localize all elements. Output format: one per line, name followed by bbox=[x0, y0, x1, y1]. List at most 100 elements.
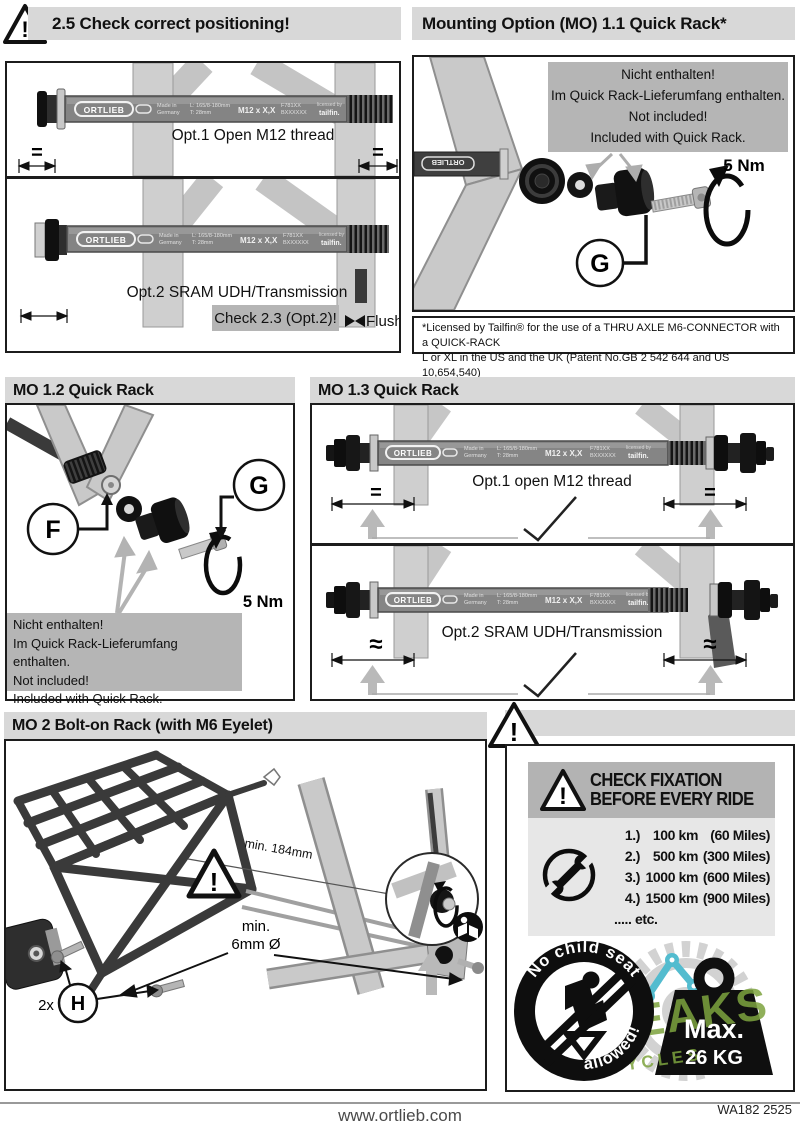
step-letter-h: H bbox=[71, 993, 85, 1015]
threaded-boss bbox=[63, 450, 107, 484]
svg-text:T: 28mm: T: 28mm bbox=[192, 240, 214, 246]
svg-text:!: ! bbox=[559, 783, 567, 810]
panel-25-opt1: ORTLIEB Made in Germany L: 165/8-180mm T… bbox=[5, 61, 401, 178]
ortlieb-logo: ORTLIEB bbox=[84, 105, 125, 115]
panel-25-opt2: ORTLIEB Made in Germany L: 165/8-180mm T… bbox=[5, 177, 401, 353]
svg-text:tailfin.: tailfin. bbox=[319, 110, 340, 117]
panel-mo13-opt1: ORTLIEB Made in Germany L: 165/8-180mm T… bbox=[310, 403, 795, 545]
rubber-washer-small bbox=[567, 172, 593, 198]
gray-pointer-arrows bbox=[585, 152, 643, 183]
warning-triangle-icon: ! bbox=[488, 702, 540, 748]
gray-up-arrow bbox=[418, 949, 445, 995]
clamp-hook-outline bbox=[262, 767, 281, 787]
opt1-label: Opt.1 Open M12 thread bbox=[172, 127, 335, 144]
ortlieb-logo: ORTLIEB bbox=[431, 158, 464, 167]
min-eyelet-line1: min. bbox=[242, 918, 270, 935]
max-weight-label-1: Max. bbox=[684, 1014, 744, 1044]
svg-text:L: 165/8-180mm: L: 165/8-180mm bbox=[190, 103, 230, 109]
svg-text:licensed by: licensed by bbox=[626, 445, 652, 451]
svg-text:T: 28mm: T: 28mm bbox=[497, 600, 519, 606]
footer-url: www.ortlieb.com bbox=[338, 1106, 462, 1125]
thru-axle-with-adapters: ORTLIEB Made in Germany L: 165/8-180mm T… bbox=[326, 433, 774, 473]
callout-line-g bbox=[219, 495, 234, 529]
svg-text:M12 x X,X: M12 x X,X bbox=[240, 236, 278, 245]
fixation-row: 3.)1000 km(600 Miles) bbox=[624, 869, 771, 885]
step-letter-f: F bbox=[45, 516, 60, 544]
gray-up-arrows bbox=[360, 665, 723, 695]
section-mo11-title: Mounting Option (MO) 1.1 Quick Rack* bbox=[422, 13, 727, 33]
svg-text:Made in: Made in bbox=[159, 233, 179, 239]
panel-mo2: min. 184mm ! bbox=[4, 739, 487, 1091]
dimension-arrows-right bbox=[357, 159, 399, 173]
svg-text:BXXXXXX: BXXXXXX bbox=[590, 600, 616, 606]
mo12-illustration: 5 Nm F G bbox=[7, 405, 286, 615]
svg-text:T: 28mm: T: 28mm bbox=[190, 110, 212, 116]
svg-text:Germany: Germany bbox=[159, 240, 182, 246]
svg-text:!: ! bbox=[21, 17, 28, 42]
equal-mark-left: = bbox=[31, 142, 43, 164]
svg-text:!: ! bbox=[210, 867, 219, 897]
m6-connector bbox=[135, 497, 190, 544]
equal-mark-left: = bbox=[370, 482, 382, 504]
torque-arrow-icon bbox=[703, 165, 751, 247]
section-25-header: 2.5 Check correct positioning! bbox=[28, 7, 401, 40]
axle-opt2-illustration: ORTLIEB Made in Germany L: 165/8-180mm T… bbox=[19, 179, 399, 330]
rubber-washer-large bbox=[519, 158, 565, 204]
footnote-line-1: *Licensed by Tailfin® for the use of a T… bbox=[422, 322, 780, 349]
mo11-footnote-box: *Licensed by Tailfin® for the use of a T… bbox=[412, 316, 795, 379]
check-fixation-body: 1.)100 km(60 Miles) 2.)500 km(300 Miles)… bbox=[528, 818, 775, 936]
flush-arrow-left-icon bbox=[355, 315, 365, 327]
svg-text:licensed by: licensed by bbox=[319, 232, 345, 238]
torque-label: 5 Nm bbox=[723, 156, 765, 175]
opt2-label: Opt.2 SRAM UDH/Transmission bbox=[442, 624, 663, 641]
read-manual-icon bbox=[453, 912, 483, 942]
mo13-opt2-illustration: ORTLIEB Made in Germany L: 165/8-180mm T… bbox=[326, 546, 778, 698]
gray-up-arrows bbox=[360, 509, 723, 539]
ortlieb-logo: ORTLIEB bbox=[394, 449, 433, 458]
svg-text:T: 28mm: T: 28mm bbox=[497, 453, 519, 459]
svg-text:!: ! bbox=[510, 717, 519, 747]
bolt-a bbox=[50, 940, 85, 964]
callout-line-f bbox=[79, 503, 109, 531]
svg-text:BXXXXXX: BXXXXXX bbox=[590, 453, 616, 459]
max-weight-icon bbox=[655, 957, 773, 1075]
check-fixation-header: ! CHECK FIXATION BEFORE EVERY RIDE bbox=[528, 762, 775, 818]
section-mo2-header: MO 2 Bolt-on Rack (with M6 Eyelet) bbox=[4, 712, 487, 739]
svg-text:F781XX: F781XX bbox=[281, 103, 301, 109]
quantity-label: 2x bbox=[38, 997, 54, 1014]
max-weight-label-2: 26 KG bbox=[685, 1047, 743, 1069]
approx-mark-left: ≈ bbox=[369, 631, 382, 658]
mo13-opt1-illustration: ORTLIEB Made in Germany L: 165/8-180mm T… bbox=[326, 405, 774, 542]
svg-text:M12 x X,X: M12 x X,X bbox=[545, 596, 583, 605]
dimension-arrows-left bbox=[19, 309, 69, 323]
section-mo11-header: Mounting Option (MO) 1.1 Quick Rack* bbox=[412, 7, 795, 40]
step-circle-f bbox=[26, 502, 80, 556]
gray-pointer-arrows bbox=[114, 535, 158, 615]
step-letter-g: G bbox=[249, 472, 268, 500]
dimension-arrows bbox=[330, 497, 748, 511]
mo12-info-box: Nicht enthalten! Im Quick Rack-Lieferumf… bbox=[7, 613, 242, 706]
torque-label: 5 Nm bbox=[243, 593, 283, 611]
thru-axle: ORTLIEB Made in Germany L: 165/8-180mm T… bbox=[34, 219, 389, 303]
svg-text:L: 165/8-180mm: L: 165/8-180mm bbox=[497, 593, 537, 599]
flush-label: Flush! bbox=[366, 313, 399, 330]
svg-text:Germany: Germany bbox=[464, 600, 487, 606]
panel-mo12: 5 Nm F G Nicht enthalten! Im Quick Rack-… bbox=[5, 403, 295, 706]
svg-text:licensed by: licensed by bbox=[626, 592, 652, 598]
svg-text:licensed by: licensed by bbox=[317, 102, 343, 108]
thru-axle: ORTLIEB Made in Germany L: 165/8-180mm T… bbox=[37, 88, 393, 130]
svg-text:M12 x X,X: M12 x X,X bbox=[238, 106, 276, 115]
fixation-row: 2.)500 km(300 Miles) bbox=[624, 848, 771, 864]
svg-text:Made in: Made in bbox=[464, 446, 484, 452]
footer-document-code: WA182 2525 bbox=[717, 1102, 792, 1117]
svg-text:BXXXXXX: BXXXXXX bbox=[283, 240, 309, 246]
step-letter-g: G bbox=[590, 250, 609, 278]
svg-text:Made in: Made in bbox=[464, 593, 484, 599]
wrench-icon bbox=[542, 848, 596, 902]
axle-opt1-illustration: ORTLIEB Made in Germany L: 165/8-180mm T… bbox=[17, 63, 399, 176]
dimension-arrows-left bbox=[17, 159, 57, 173]
section-mo12-title: MO 1.2 Quick Rack bbox=[13, 381, 154, 399]
fixation-row: 1.)100 km(60 Miles) bbox=[624, 827, 771, 843]
opt1-label: Opt.1 open M12 thread bbox=[472, 473, 631, 490]
